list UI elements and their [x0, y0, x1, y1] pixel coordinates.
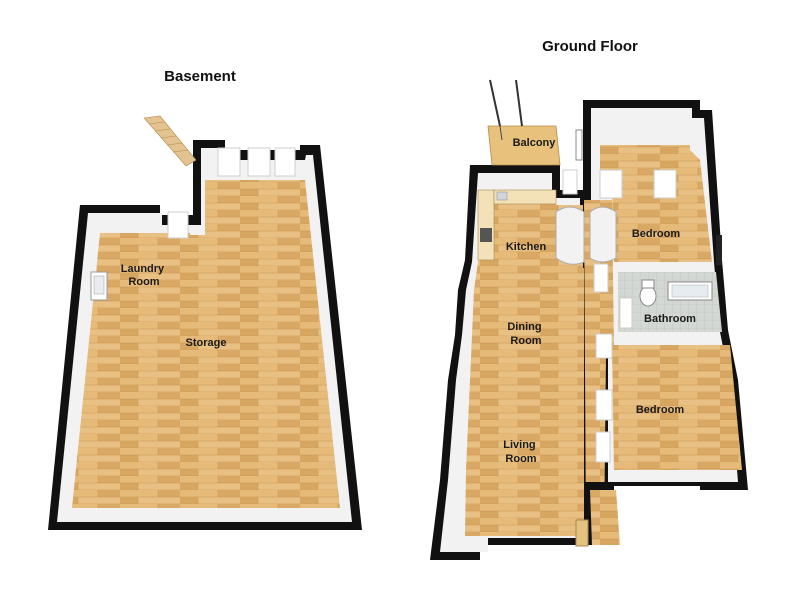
basement-stairs	[143, 115, 197, 167]
kitchen-counters	[477, 189, 557, 261]
laundry-door	[167, 211, 189, 239]
storage-label: Storage	[186, 337, 227, 349]
basement-title: Basement	[164, 68, 236, 85]
ground-floor-plan: Ground Floor Balcony Kitchen Bedroom Bat…	[430, 38, 748, 560]
svg-text:Laundry Room: Laundry Room	[121, 263, 167, 288]
living-room-label-line1: Living	[503, 439, 535, 451]
laundry-room-label-line1: Laundry	[121, 263, 165, 275]
bedroom-2-floor	[612, 345, 742, 470]
storage-floor	[72, 180, 340, 508]
ground-floor-title: Ground Floor	[542, 38, 638, 55]
kitchen-label: Kitchen	[506, 241, 547, 253]
dining-room-label-line2: Room	[510, 335, 541, 347]
bedroom-1-floor	[600, 145, 712, 262]
hall-curved-walls	[555, 206, 617, 265]
balcony-label: Balcony	[513, 137, 557, 149]
svg-text:Living Room: Living Room	[503, 439, 538, 465]
living-room-label-line2: Room	[505, 453, 536, 465]
laundry-room-label-line2: Room	[128, 276, 159, 288]
bathroom-fixtures	[639, 279, 713, 307]
bedroom-2-label: Bedroom	[636, 404, 685, 416]
living-wing-floor	[465, 200, 584, 536]
dining-room-label-line1: Dining	[507, 321, 541, 333]
laundry-sink	[90, 271, 108, 301]
ground-floor-doors	[562, 169, 677, 547]
balcony	[487, 79, 561, 166]
basement-entry-doors	[217, 147, 296, 177]
bedroom-1-label: Bedroom	[632, 228, 681, 240]
bathroom-label: Bathroom	[644, 313, 696, 325]
entrance-floor	[590, 490, 620, 545]
bedroom-wing-window-posts	[575, 129, 722, 265]
basement-plan: Basement Laundry Room Storage	[48, 68, 362, 530]
svg-text:Dining Room: Dining Room	[507, 321, 544, 347]
